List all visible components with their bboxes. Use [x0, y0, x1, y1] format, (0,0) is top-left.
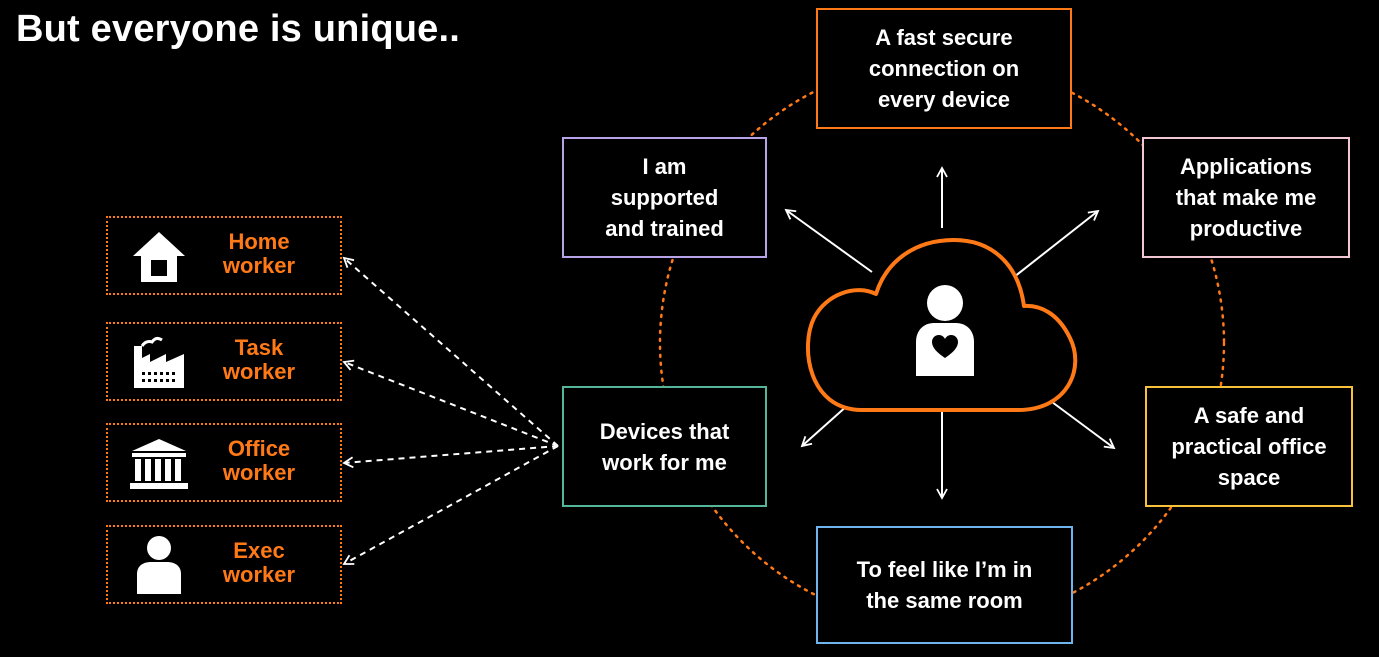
need-fast-connection-text: A fast secure connection on every device: [868, 25, 1020, 112]
arrow-upper-left: [784, 208, 873, 273]
need-supported: I am supported and trained: [562, 137, 767, 258]
need-devices-text: Devices that work for me: [599, 418, 730, 475]
need-office-space-text: A safe and practical office space: [1171, 403, 1327, 490]
worker-label-task: Task worker: [222, 335, 296, 384]
arrow-lower-left: [800, 404, 849, 448]
need-office-space: A safe and practical office space: [1145, 386, 1353, 507]
need-devices: Devices that work for me: [562, 386, 767, 507]
cloud-person-heart-icon: [916, 285, 974, 376]
worker-card-task: Task worker: [106, 322, 342, 401]
worker-card-exec: Exec worker: [106, 525, 342, 604]
worker-label-home: Home worker: [222, 229, 296, 278]
arrow-to-home-worker: [342, 256, 559, 447]
need-same-room: To feel like I’m in the same room: [816, 526, 1073, 644]
arrow-upper-right: [1013, 209, 1100, 278]
home-icon: [126, 224, 192, 288]
person-icon: [126, 533, 192, 597]
need-supported-text: I am supported and trained: [605, 154, 724, 241]
need-applications: Applications that make me productive: [1142, 137, 1350, 258]
need-fast-connection: A fast secure connection on every device: [816, 8, 1072, 129]
building-icon: [126, 431, 192, 495]
slide-title: But everyone is unique..: [16, 8, 461, 50]
worker-card-office: Office worker: [106, 423, 342, 502]
need-same-room-text: To feel like I’m in the same room: [856, 557, 1033, 613]
need-applications-text: Applications that make me productive: [1175, 154, 1317, 241]
arrow-to-exec-worker: [342, 445, 559, 565]
factory-icon: [126, 330, 192, 394]
arrow-to-office-worker: [342, 445, 559, 469]
arrow-to-task-worker: [342, 359, 559, 447]
worker-card-home: Home worker: [106, 216, 342, 295]
arrow-lower-right: [1051, 401, 1116, 450]
worker-label-exec: Exec worker: [222, 538, 296, 587]
worker-label-office: Office worker: [222, 436, 296, 485]
